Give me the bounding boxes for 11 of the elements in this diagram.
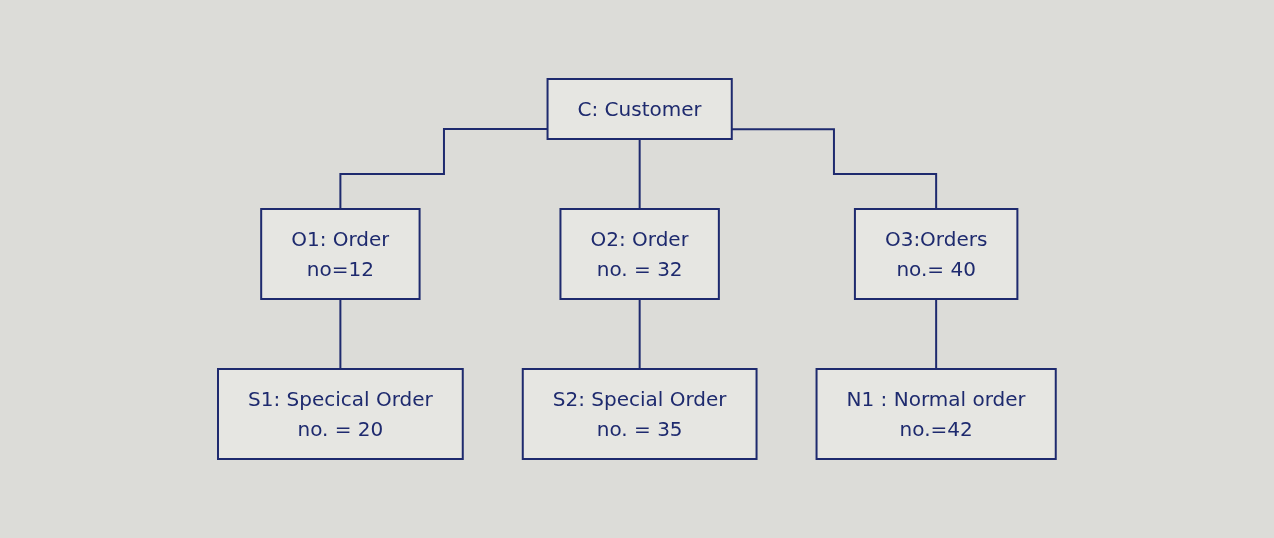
connector <box>638 138 641 210</box>
node-box: O3:Orders no.= 40 <box>854 208 1019 300</box>
node-box: O2: Order no. = 32 <box>559 208 720 300</box>
node-box: S1: Specical Order no. = 20 <box>217 368 464 460</box>
connector <box>339 298 342 370</box>
connector <box>638 298 641 370</box>
node-box: N1 : Normal order no.=42 <box>815 368 1057 460</box>
node-box: O1: Order no=12 <box>260 208 421 300</box>
node-box: S2: Special Order no. = 35 <box>521 368 758 460</box>
connector <box>935 298 938 370</box>
node-box: C: Customer <box>546 78 733 140</box>
